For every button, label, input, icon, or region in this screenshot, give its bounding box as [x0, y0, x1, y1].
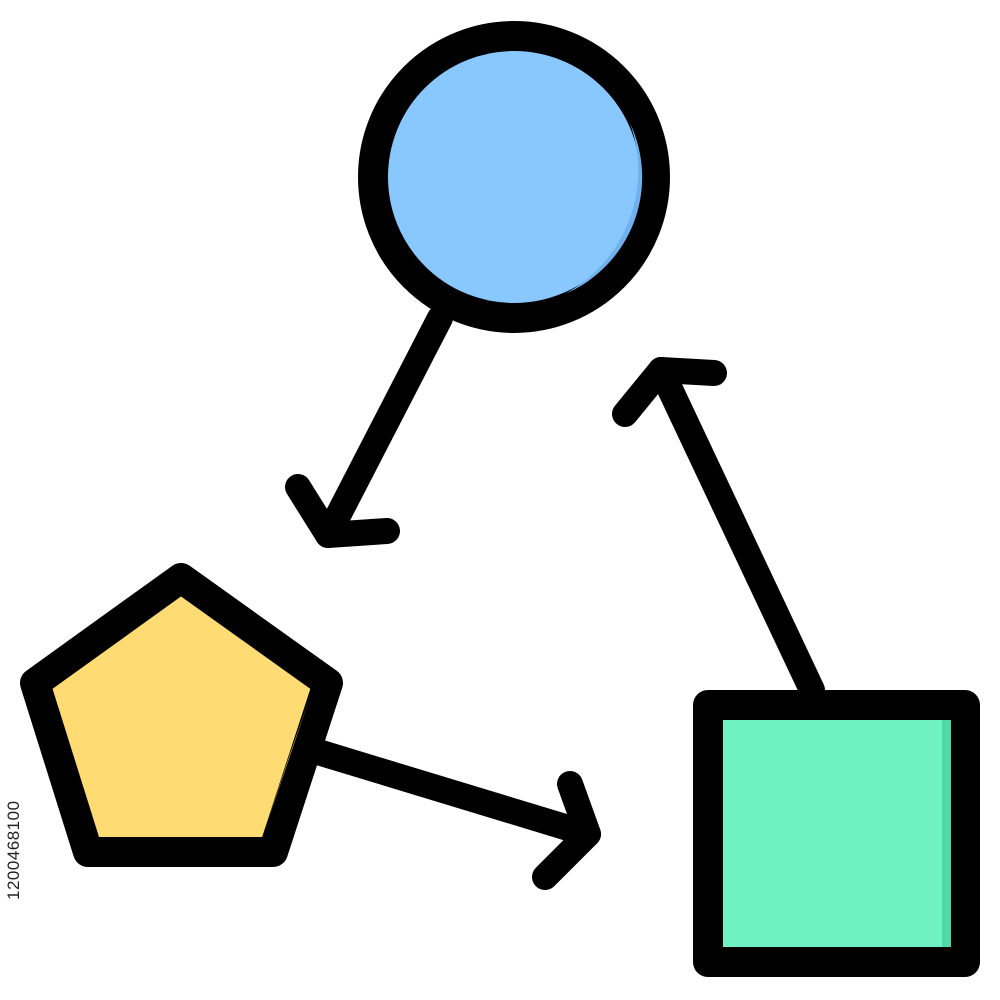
arrow-head [532, 771, 601, 890]
arrow-shaft [315, 305, 453, 548]
pentagon-shape [20, 563, 343, 867]
watermark-id-text: 1200468100 [4, 800, 23, 900]
circle-shape [358, 21, 670, 333]
arrow-circle-to-pentagon [285, 305, 453, 548]
arrow-square-to-circle [612, 357, 825, 703]
pentagon-node [20, 563, 343, 867]
arrow-head [285, 474, 400, 548]
arrow-shaft [305, 739, 601, 847]
arrow-head [612, 357, 727, 427]
circle-node [358, 21, 670, 333]
arrow-pentagon-to-square [305, 739, 601, 890]
square-shape [693, 690, 980, 977]
square-shade [942, 720, 951, 947]
arrow-shaft [648, 357, 825, 703]
pentagon-shade [262, 697, 310, 838]
square-node [693, 690, 980, 977]
